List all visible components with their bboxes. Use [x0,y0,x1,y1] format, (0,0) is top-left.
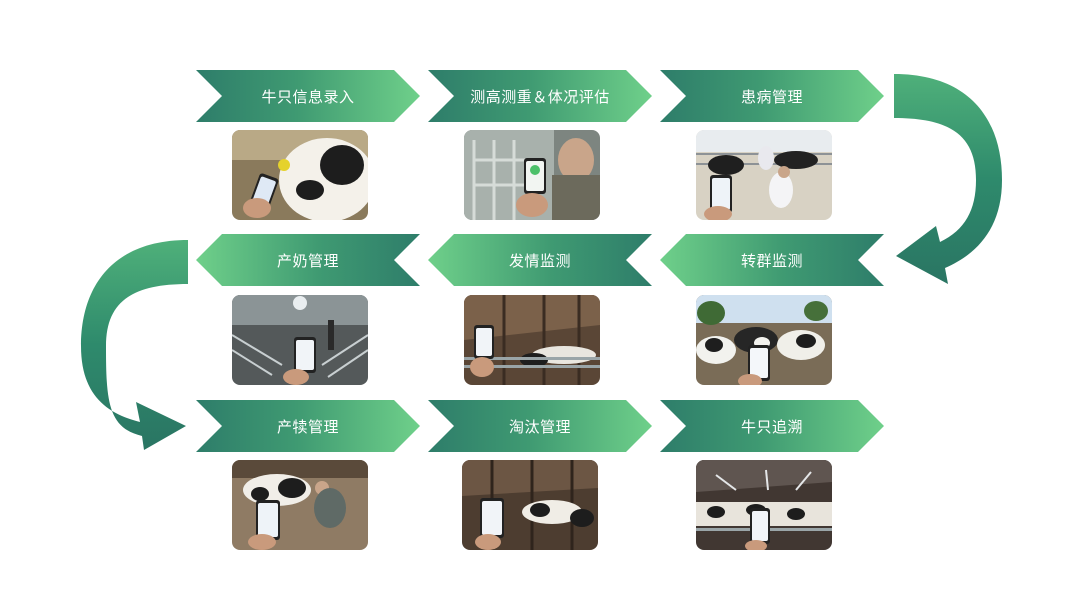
step-4-chevron: 转群监测 [660,234,884,286]
step-6-chevron: 产奶管理 [196,234,420,286]
step-8-chevron: 淘汰管理 [428,400,652,452]
step-5-label: 发情监测 [508,251,571,270]
cow-ear-tag-scan-photo [232,130,368,220]
traceability-barn-photo [696,460,832,550]
step-9-label: 牛只追溯 [740,417,803,436]
culling-barn-photo [462,460,598,550]
step-1-label: 牛只信息录入 [261,87,355,106]
barn-estrus-monitoring-photo [464,295,600,385]
step-1-chevron: 牛只信息录入 [196,70,420,122]
step-9-chevron: 牛只追溯 [660,400,884,452]
herd-grouping-photo [696,295,832,385]
step-2-chevron: 测高测重＆体况评估 [428,70,652,122]
calving-photo [232,460,368,550]
step-7-label: 产犊管理 [276,417,339,436]
step-2-label: 测高测重＆体况评估 [470,87,610,106]
cow-measurement-photo [464,130,600,220]
right-curve-arrow-icon [894,74,1002,284]
step-6-label: 产奶管理 [276,251,339,270]
step-7-chevron: 产犊管理 [196,400,420,452]
step-3-label: 患病管理 [740,87,803,106]
left-curve-arrow-icon [81,240,188,450]
milking-parlor-photo [232,295,368,385]
step-4-label: 转群监测 [740,251,803,270]
step-8-label: 淘汰管理 [508,417,571,436]
step-5-chevron: 发情监测 [428,234,652,286]
veterinary-treatment-photo [696,130,832,220]
step-3-chevron: 患病管理 [660,70,884,122]
